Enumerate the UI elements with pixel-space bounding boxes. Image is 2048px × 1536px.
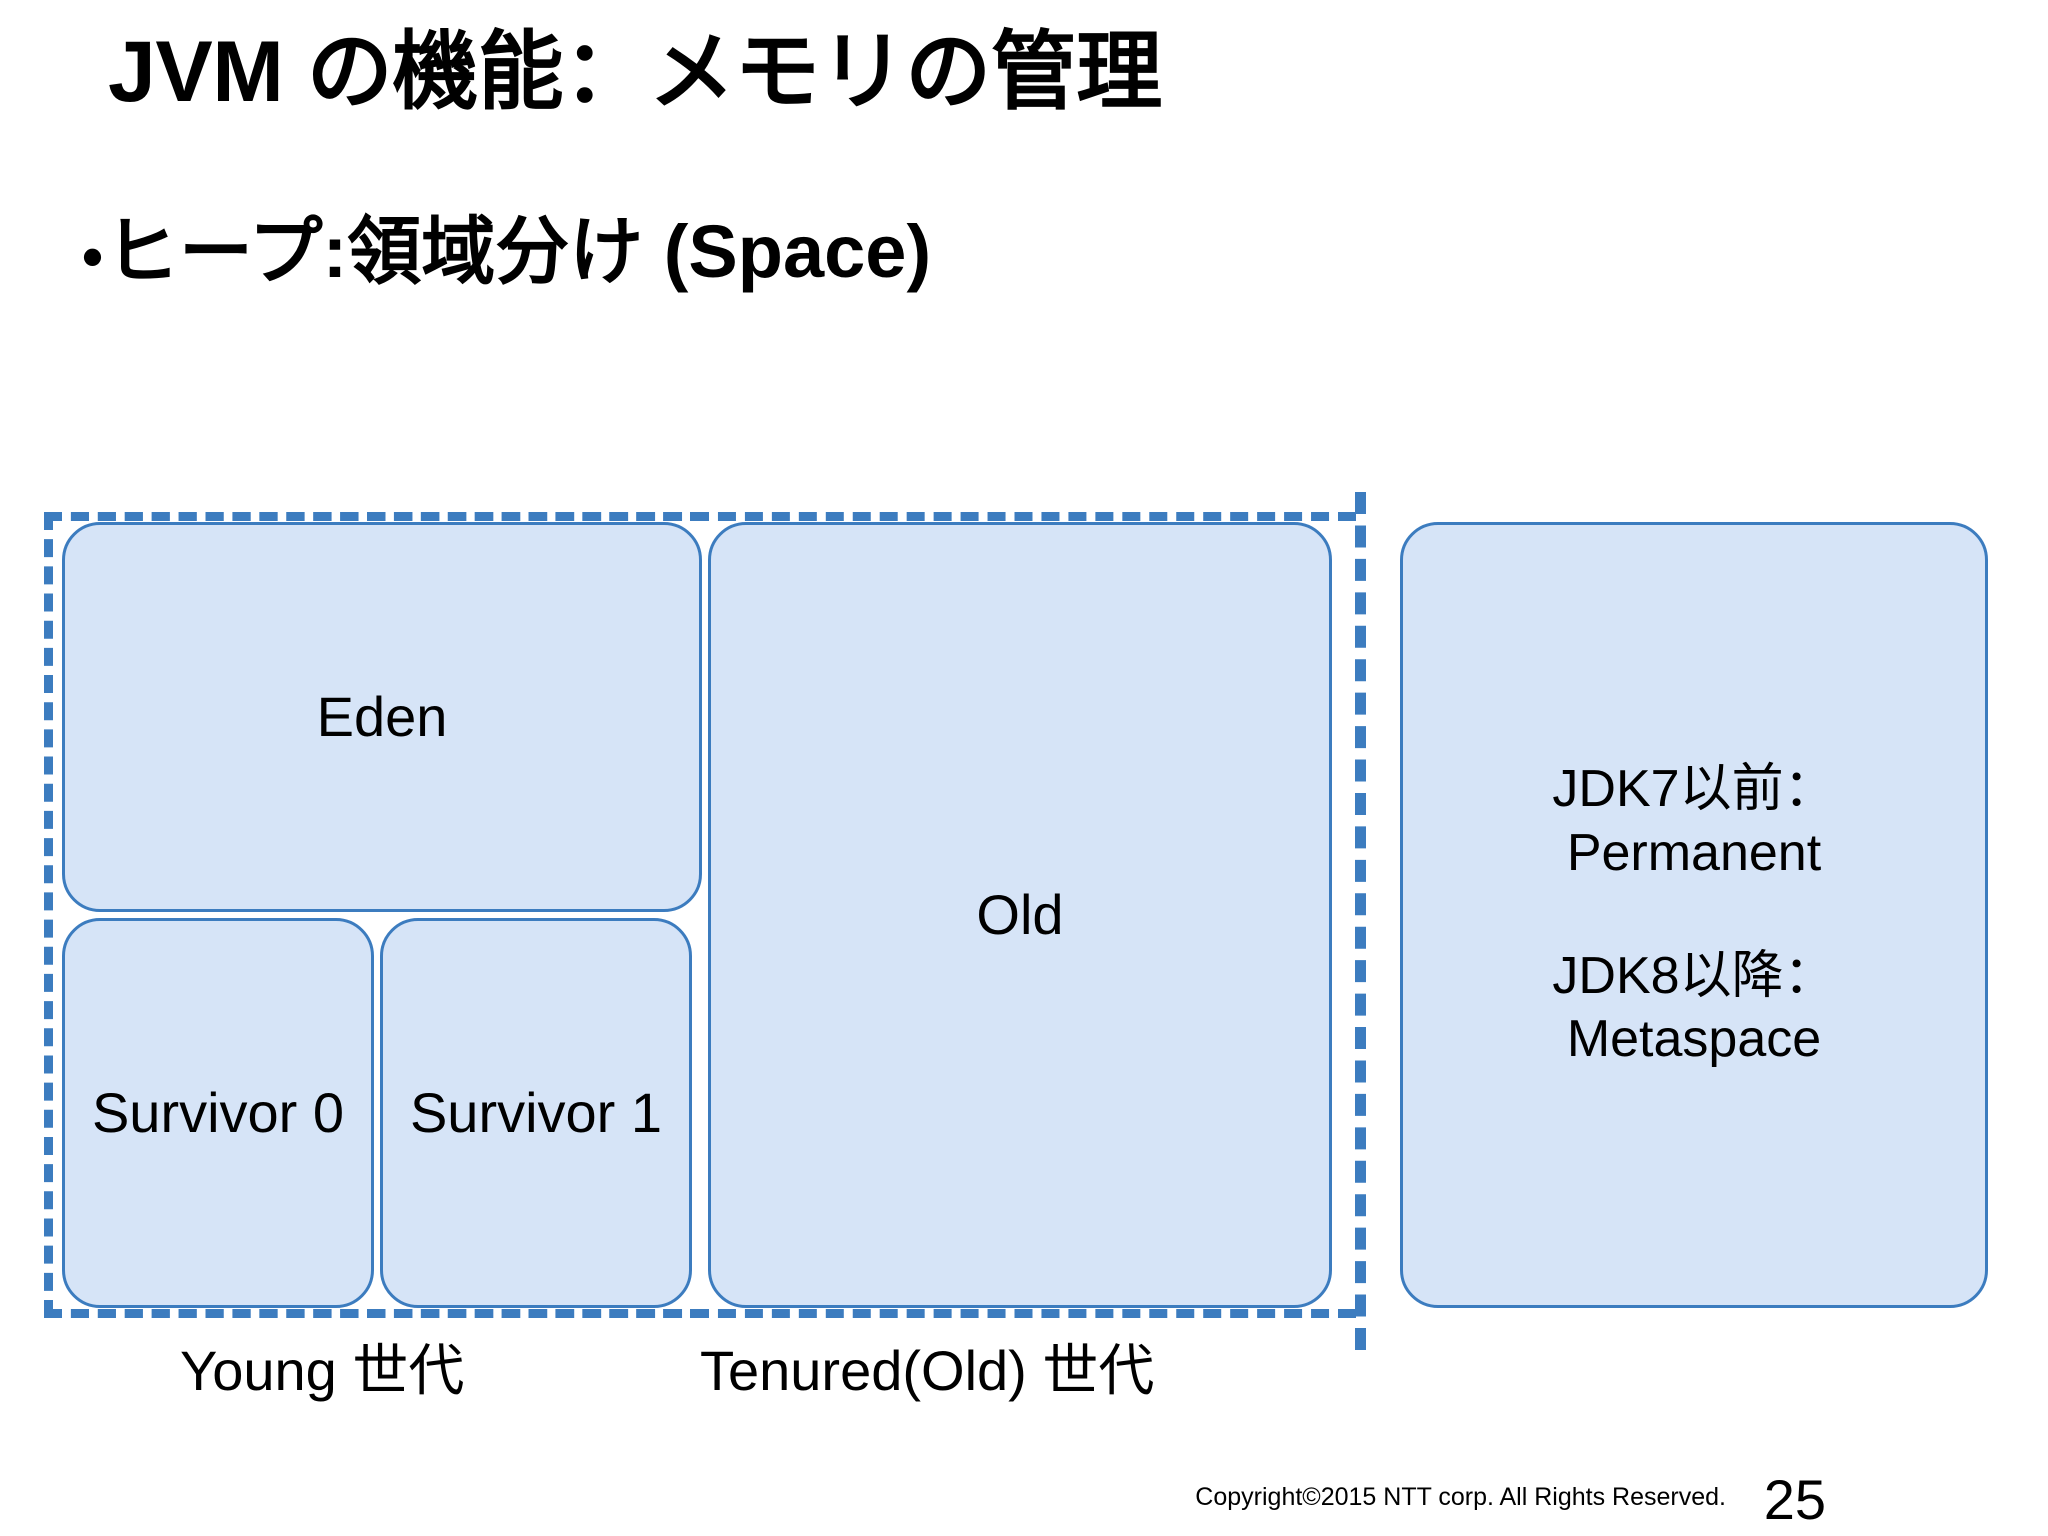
- eden-space-label: Eden: [316, 684, 448, 748]
- page-title: JVM の機能：メモリの管理: [108, 24, 1162, 120]
- old-space-label: Old: [976, 882, 1064, 946]
- tenured-generation-caption: Tenured(Old) 世代: [700, 1339, 1155, 1402]
- survivor1-space-box[interactable]: Survivor 1: [380, 918, 692, 1308]
- bullet-icon: •: [82, 223, 104, 290]
- permgen-metaspace-box[interactable]: JDK7以前：Permanent JDK8以降：Metaspace: [1400, 522, 1988, 1308]
- heap-bottom-dashed-line: [44, 1309, 1356, 1318]
- heap-top-dashed-line: [44, 512, 1356, 521]
- jdk7-permanent-label: JDK7以前：Permanent: [1552, 760, 1836, 882]
- young-generation-caption: Young 世代: [180, 1339, 465, 1402]
- old-space-box[interactable]: Old: [708, 522, 1332, 1308]
- subtitle-text: ヒープ:領域分け (Space): [105, 210, 932, 293]
- eden-space-box[interactable]: Eden: [62, 522, 702, 912]
- survivor0-space-box[interactable]: Survivor 0: [62, 918, 374, 1308]
- subtitle-bullet-line: • ヒープ:領域分け (Space): [82, 208, 1942, 297]
- jdk8-metaspace-label: JDK8以降：Metaspace: [1552, 947, 1836, 1069]
- survivor1-space-label: Survivor 1: [409, 1080, 663, 1144]
- survivor0-space-label: Survivor 0: [91, 1080, 345, 1144]
- page-number: 25: [1763, 1468, 1826, 1531]
- copyright-notice: Copyright©2015 NTT corp. All Rights Rese…: [1195, 1483, 1726, 1511]
- heap-nonheap-divider: [1355, 492, 1366, 1350]
